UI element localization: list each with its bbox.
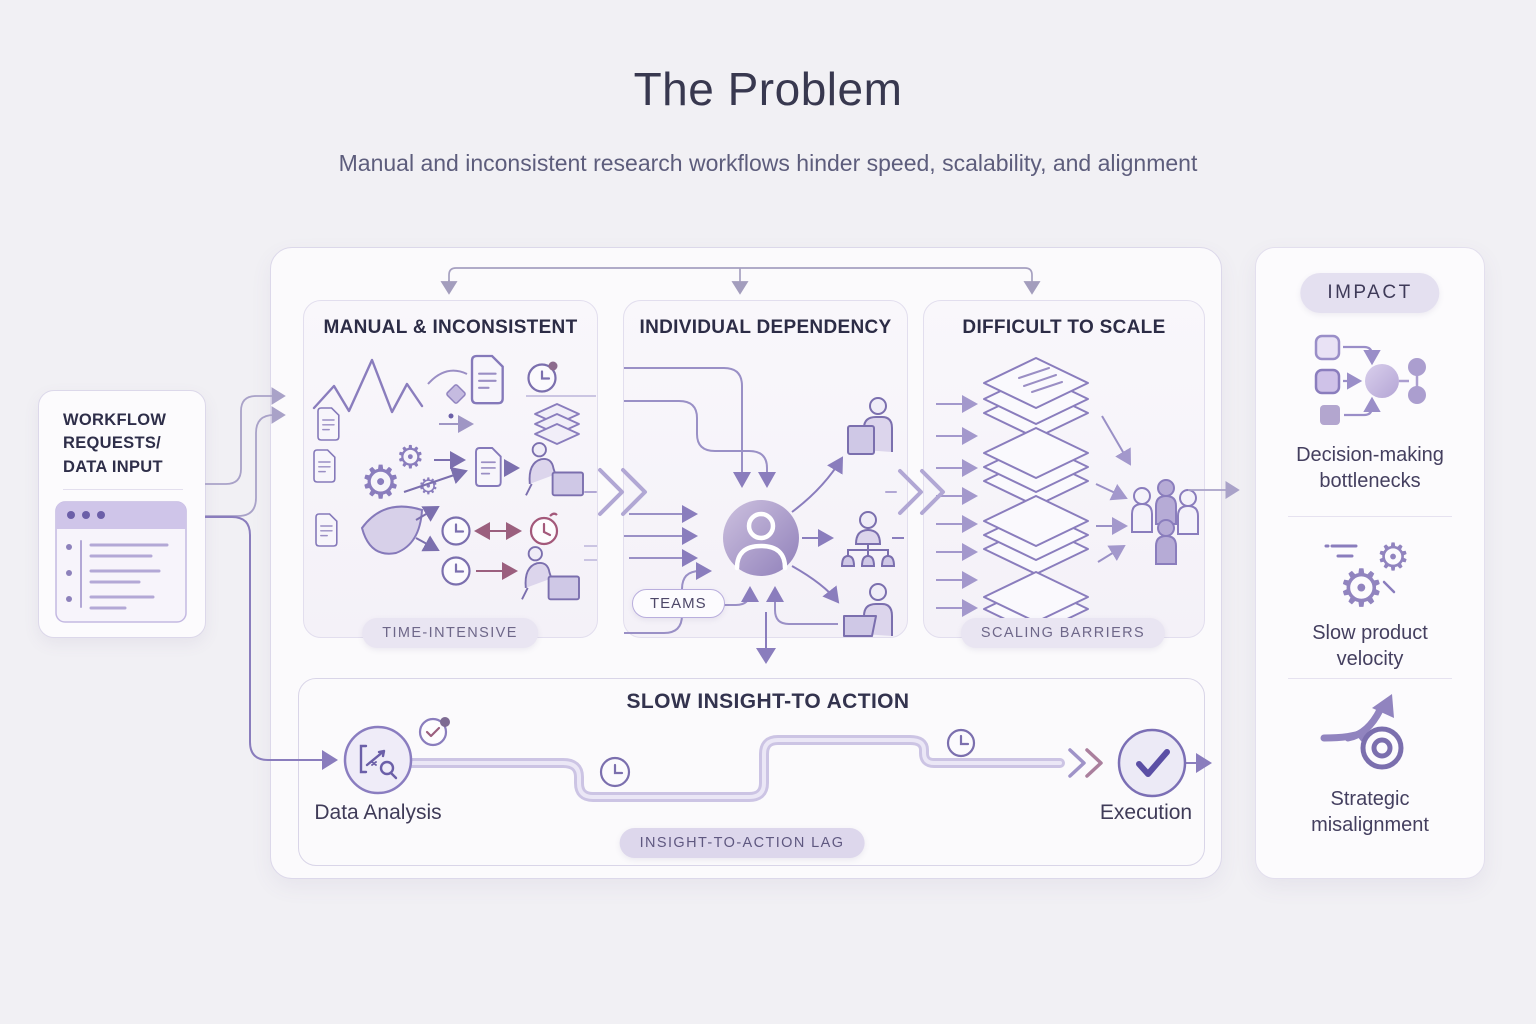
impact-item-label: Strategic misalignment [1311, 788, 1429, 836]
people-group-icon [1131, 479, 1199, 565]
badge-impact: IMPACT [1300, 273, 1440, 313]
panel-manual-inconsistent: MANUAL & INCONSISTENT [303, 300, 598, 638]
browser-window-icon [55, 501, 187, 623]
svg-text:⚙: ⚙ [360, 455, 401, 509]
clock-icon [527, 361, 558, 393]
impact-panel: IMPACT Decision-maki [1255, 247, 1485, 879]
curve-arrow [427, 369, 468, 385]
person-at-desk-icon [521, 546, 580, 601]
diamond-icon [446, 384, 466, 404]
stacked-papers-icon [983, 357, 1089, 635]
impact-item-slow-velocity: ⚙ ⚙ Slow product velocity [1256, 524, 1484, 672]
badge-time-intensive: TIME-INTENSIVE [362, 618, 538, 648]
divider [63, 489, 183, 491]
impact-item-label: Decision-making bottlenecks [1296, 444, 1444, 492]
svg-text:⚙: ⚙ [1338, 559, 1385, 610]
svg-text:⚙: ⚙ [396, 438, 425, 476]
curve-shape-icon [360, 505, 424, 555]
panel-title: MANUAL & INCONSISTENT [323, 317, 578, 338]
data-analysis-label: Data Analysis [314, 801, 442, 824]
dot [448, 413, 454, 419]
document-icon [315, 513, 338, 547]
person-circle-icon [723, 500, 799, 576]
document-icon [313, 449, 336, 483]
bottom-panel-title: SLOW INSIGHT-TO ACTION [626, 690, 910, 713]
impact-item-decision-bottlenecks: Decision-making bottlenecks [1256, 330, 1484, 494]
svg-text:⚙: ⚙ [418, 474, 439, 500]
org-chart-icon [840, 511, 896, 567]
layers-icon [534, 403, 580, 445]
line-chart-icon [312, 358, 424, 414]
gears-icon: ⚙ ⚙ ⚙ [360, 438, 439, 509]
badge-insight-to-action-lag: INSIGHT-TO-ACTION LAG [619, 828, 865, 858]
badge-scaling-barriers: SCALING BARRIERS [960, 618, 1166, 648]
diverging-arrow-target-icon [1320, 694, 1404, 770]
panel-individual-dependency: INDIVIDUAL DEPENDENCY [623, 300, 908, 638]
document-icon [470, 354, 504, 405]
svg-text:⚙: ⚙ [1376, 535, 1410, 579]
badge-teams: TEAMS [632, 589, 725, 618]
person-desk-icon [843, 583, 893, 637]
person-at-desk-icon [525, 442, 584, 497]
panel-difficult-to-scale: DIFFICULT TO SCALE [923, 300, 1205, 638]
execution-label: Execution [1099, 801, 1193, 824]
document-icon [475, 447, 502, 487]
demand-arrows [936, 395, 978, 617]
divider [1288, 516, 1452, 517]
clock-icon [441, 516, 471, 546]
panel-title: DIFFICULT TO SCALE [962, 317, 1166, 338]
manual-workflow-scene: ⚙ ⚙ ⚙ [312, 354, 597, 601]
clock-icon [441, 556, 471, 586]
gears-icon: ⚙ ⚙ [1324, 535, 1410, 619]
document-icon [317, 407, 340, 441]
impact-item-label: Slow product velocity [1312, 622, 1428, 670]
individual-dependency-scene [624, 367, 904, 637]
stopwatch-icon [529, 512, 559, 546]
page-title: The Problem [633, 63, 903, 115]
impact-item-strategic-misalignment: Strategic misalignment [1256, 686, 1484, 838]
scaling-scene [936, 357, 1199, 635]
flowchart-icon [1314, 334, 1426, 425]
panel-title: INDIVIDUAL DEPENDENCY [639, 317, 892, 338]
divider [1288, 678, 1452, 679]
page-subtitle: Manual and inconsistent research workflo… [338, 150, 1198, 176]
person-podium-icon [847, 397, 893, 455]
